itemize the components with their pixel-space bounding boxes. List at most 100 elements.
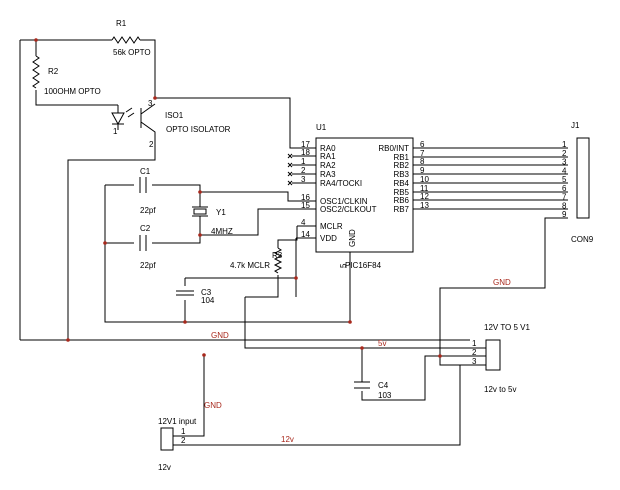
wire-osc2 [200,208,316,236]
j1-body [576,137,590,219]
j1-pin-number: 9 [562,210,567,219]
regulator-subtitle: 12v to 5v [484,385,516,394]
wire-cap-gnd [104,185,351,323]
u1-pin-name: RB3 [393,170,409,179]
u1-pin-name: RB5 [393,188,409,197]
c1-ref: C1 [140,167,151,176]
r1-value: 56k OPTO [113,48,151,57]
wire-5v [244,297,478,349]
x-mark-icon [287,153,316,186]
u1-pin-name: RA0 [320,144,336,153]
u1-pin-number: 8 [420,157,425,166]
u1-part: PIC16F84 [345,261,382,270]
wire-portb [413,147,568,210]
crystal-icon [192,197,208,226]
u1-pin-number: 1 [301,157,306,166]
u1-pin-number: 3 [301,175,306,184]
input-connector: 12V1 input 12v 1 2 [158,417,197,472]
net-12v: 12v [281,435,294,444]
wire-vdd [295,237,316,278]
iso1-ref: ISO1 [165,111,184,120]
junction [348,320,352,324]
r1-ref: R1 [116,19,127,28]
regulator-title: 12V TO 5 V1 [484,323,531,332]
u1-ref: U1 [316,123,327,132]
junction [294,276,298,280]
wire-r3-bottom [245,275,279,298]
regulator-body [485,339,501,371]
u1-pin-name: MCLR [320,222,343,231]
input-pin-2: 2 [181,436,186,445]
wire-12v [190,355,461,446]
junctions [34,38,442,358]
junction [103,241,107,245]
led-icon [111,105,135,130]
iso1-pin2: 2 [149,140,154,149]
j1-pin-number: 7 [562,193,567,202]
junction [153,96,157,100]
c2-ref: C2 [140,224,151,233]
r2-value: 100OHM OPTO [44,87,101,96]
u1-pin-number: 2 [301,166,306,175]
u1-gnd-pin-name: GND [348,229,357,247]
u1-pin-name: RA2 [320,161,336,170]
u1-pin-name: VDD [320,234,337,243]
junction [198,233,202,237]
junction [34,38,38,42]
u1-pin-number: 11 [420,184,429,193]
r1-resistor-symbol [111,36,141,44]
u1-pin-number: 16 [301,193,310,202]
u1-pin-number: 7 [420,149,425,158]
u1-pin-number: 12 [420,192,429,201]
r3-ref: R3 [272,251,283,260]
c1-capacitor-symbol [139,177,147,193]
c4-capacitor-symbol [354,381,370,389]
u1-pin-number: 4 [301,218,306,227]
r3-value: 4.7k MCLR [230,261,270,270]
u1-pin-name: OSC1/CLKIN [320,197,368,206]
regulator-pin-1: 1 [472,339,477,348]
u1-pin-number: 17 [301,140,310,149]
r2-resistor-symbol [32,55,40,89]
wire-ra0 [155,97,316,149]
c4-ref: C4 [378,381,389,390]
u1-body [315,137,414,253]
c3-ref: C3 [201,288,212,297]
wire-osc1 [200,191,316,202]
u1-pin-name: OSC2/CLKOUT [320,205,377,214]
wire-opto-gnd [67,136,156,340]
net-5v: 5v [378,339,386,348]
c2-capacitor-symbol [139,235,147,251]
junction [202,353,206,357]
j1-pin-number: 4 [562,166,567,175]
u1-pin-number: 9 [420,166,425,175]
input-body [160,427,174,451]
input-subtitle: 12v [158,463,171,472]
phototransistor-icon [140,103,156,136]
wire-c2 [105,226,201,244]
iso1-pin3: 3 [148,99,153,108]
y1-ref: Y1 [216,208,226,217]
u1-pin-number: 13 [420,201,429,210]
net-gnd-left: GND [204,401,222,410]
u1-pin-name: RB7 [393,205,409,214]
iso1-pin1: 1 [113,127,118,136]
u1-pin-name: RB0/INT [378,144,409,153]
j1-pin-number: 1 [562,140,567,149]
j1-ref: J1 [571,121,580,130]
j1-pin-number: 8 [562,201,567,210]
wire-r2 [35,40,118,106]
c3-value: 104 [201,296,215,305]
j1-pin-number: 3 [562,158,567,167]
u1-pin-name: RA4/TOCKI [320,179,362,188]
input-title: 12V1 input [158,417,197,426]
u1-pin-number: 15 [301,201,310,210]
j1-part: CON9 [571,235,594,244]
